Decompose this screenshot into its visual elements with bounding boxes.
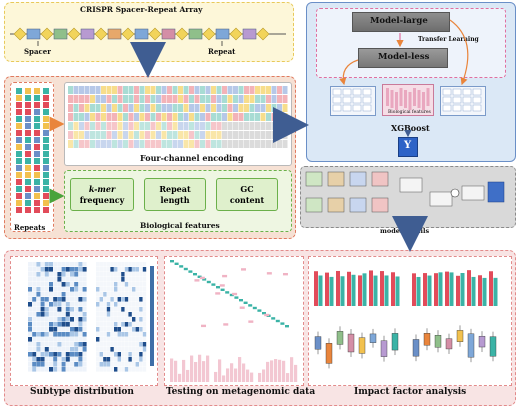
subtype-distribution-label: Subtype distribution bbox=[30, 387, 134, 397]
feature-gc-content: GC content bbox=[216, 178, 278, 211]
testing-metagenomic-label: Testing on metagenomic data bbox=[166, 387, 316, 397]
repeats-box bbox=[10, 82, 54, 232]
crispr-array-title: CRISPR Spacer-Repeat Array bbox=[80, 5, 203, 14]
feature-gc-1: GC bbox=[240, 184, 254, 194]
model-large-label: Model-large bbox=[370, 16, 428, 26]
model-large-block bbox=[352, 12, 450, 32]
model-details-label: model details bbox=[380, 227, 430, 235]
model-details-panel bbox=[300, 166, 516, 228]
subtype-box bbox=[10, 256, 158, 386]
impact-box bbox=[308, 256, 512, 386]
feature-kmer-k: k-mer bbox=[88, 184, 116, 194]
feature-repeat-2: length bbox=[160, 195, 190, 205]
feature-kmer-rest: frequency bbox=[79, 195, 125, 205]
feature-repeat-1: Repeat bbox=[159, 184, 191, 194]
four-channel-label: Four-channel encoding bbox=[140, 153, 244, 163]
feature-repeat-length: Repeat length bbox=[144, 178, 206, 211]
output-label: Y bbox=[404, 140, 412, 151]
repeats-label: Repeats bbox=[14, 223, 46, 232]
feature-matrix-right bbox=[440, 86, 486, 116]
model-less-label: Model-less bbox=[378, 52, 430, 62]
transfer-learning-label: Transfer Learning bbox=[418, 36, 479, 43]
model-less-block bbox=[358, 48, 448, 68]
output-cube bbox=[398, 137, 418, 157]
xgboost-label: XGBoost bbox=[391, 123, 430, 133]
feature-kmer: k-mer frequency bbox=[70, 178, 134, 211]
biological-features-label: Biological features bbox=[140, 221, 220, 230]
repeat-label: Repeat bbox=[208, 47, 236, 56]
feature-matrix-middle bbox=[382, 84, 434, 116]
spacer-label: Spacer bbox=[24, 47, 51, 56]
metagenomic-box bbox=[164, 256, 304, 386]
biological-features-small-label: Biological features bbox=[388, 110, 431, 115]
feature-gc-2: content bbox=[229, 195, 265, 205]
impact-factor-label: Impact factor analysis bbox=[354, 387, 467, 397]
feature-matrix-left bbox=[330, 86, 376, 116]
